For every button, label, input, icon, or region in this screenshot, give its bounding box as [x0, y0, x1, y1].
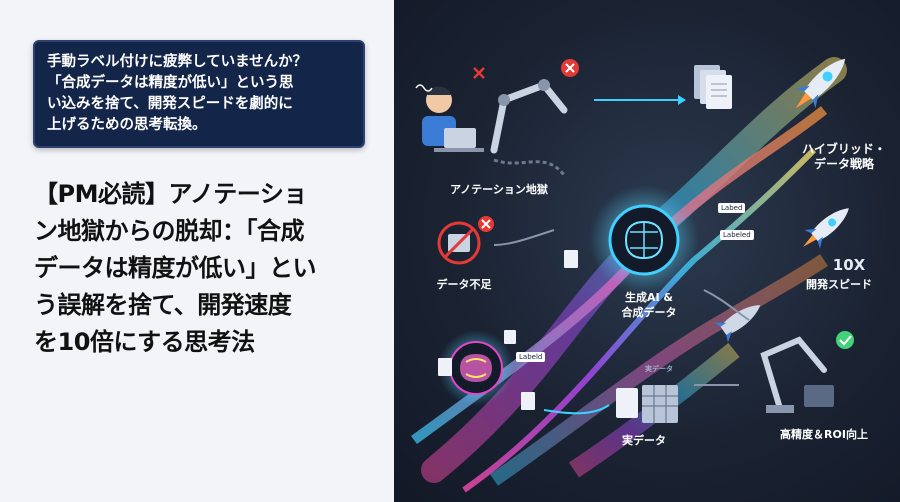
annotation-hell-label: アノテーション地獄 [450, 183, 548, 196]
callout-line: い込みを捨て、開発スピードを劇的に [47, 96, 293, 112]
error-x-icon [561, 59, 579, 77]
colorful-brain-icon [449, 341, 503, 395]
rocket-icon [795, 58, 846, 109]
chain-icon [493, 158, 566, 176]
headline-line: 【PM必読】アノテーショ [34, 180, 307, 208]
speed-multiplier-label: 10X [832, 256, 866, 274]
gen-ai-label: 生成AI & 合成データ [604, 290, 694, 320]
illustration-panel: アノテーション地獄 ハイブリッド・ データ戦略 データ不足 10X 開発スピード… [394, 0, 900, 502]
rocket-icon [714, 305, 761, 343]
robot-arm-icon [760, 336, 834, 413]
labeled-tag: Labeld [516, 352, 546, 362]
frustrated-person-icon [415, 84, 484, 152]
headline-line: データは精度が低い」とい [34, 254, 317, 282]
gen-ai-line: 生成AI & [624, 291, 674, 304]
robot-arm-icon [490, 79, 568, 154]
labeled-tag: Labeled [720, 230, 754, 240]
left-text-panel: 手動ラベル付けに疲弊していませんか？ 「合成データは精度が低い」という思 い込み… [0, 0, 394, 502]
callout-line: 上げるための思考転換。 [47, 117, 207, 133]
arrow-icon [543, 404, 610, 415]
callout-line: 「合成データは精度が低い」という思 [47, 75, 294, 91]
gen-ai-line: 合成データ [621, 306, 677, 319]
arrow-icon [493, 229, 555, 246]
check-icon [836, 331, 854, 349]
callout-box: 手動ラベル付けに疲弊していませんか？ 「合成データは精度が低い」という思 い込み… [33, 40, 365, 148]
hybrid-strategy-line: ハイブリッド・ [802, 142, 886, 156]
headline-line: ン地獄からの脱却：「合成 [34, 217, 305, 245]
ai-brain-icon [608, 204, 680, 276]
illustration-canvas [411, 57, 854, 493]
dev-speed-label: 開発スピード [806, 278, 872, 291]
no-data-icon [437, 216, 494, 265]
arrow-icon [703, 289, 750, 321]
real-data-table-icon [616, 385, 678, 423]
high-accuracy-roi-label: 高精度＆ROI向上 [780, 428, 868, 441]
error-x-icon [473, 67, 485, 79]
document-icon [438, 250, 578, 410]
article-headline: 【PM必読】アノテーショ ン地獄からの脱却：「合成 データは精度が低い」とい う… [34, 176, 384, 361]
rocket-icon [802, 208, 849, 249]
headline-line: う誤解を捨て、開発速度 [34, 291, 292, 319]
labeled-tag: Labed [718, 203, 746, 213]
data-shortage-label: データ不足 [436, 278, 492, 291]
document-stack-icon [694, 65, 732, 109]
real-data-small-label: 実データ [645, 365, 673, 373]
arrow-icon [678, 95, 686, 105]
real-data-label: 実データ [622, 434, 666, 447]
headline-line: を10倍にする思考法 [34, 328, 255, 356]
hybrid-strategy-label: ハイブリッド・ データ戦略 [794, 142, 894, 172]
hybrid-strategy-line: データ戦略 [813, 157, 874, 171]
callout-line: 手動ラベル付けに疲弊していませんか？ [47, 54, 308, 70]
